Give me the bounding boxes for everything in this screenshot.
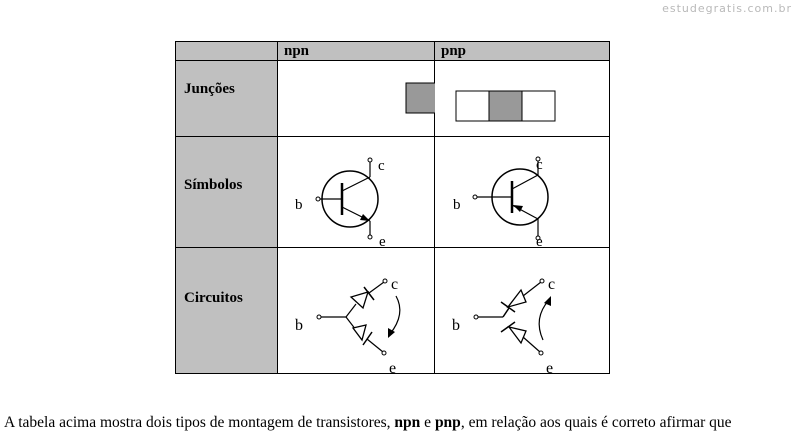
pnp-term: pnp (434, 414, 461, 431)
base-label: b (452, 317, 460, 334)
npn-column-header: npn (277, 41, 435, 61)
row-label-circuitos: Circuitos (175, 247, 278, 374)
base-label: b (295, 317, 303, 334)
row-label-juncoes: Junções (175, 60, 278, 137)
base-label: b (453, 197, 461, 213)
pnp-junction-cell (434, 60, 610, 137)
npn-circuit-cell: c b e (277, 247, 435, 374)
pnp-transistor-symbol: c b e (453, 156, 549, 248)
base-label: b (295, 197, 303, 213)
npn-diode-circuit: c b e (295, 276, 401, 374)
pnp-diode-circuit: c b e (452, 276, 555, 374)
pnp-junction-diagram (455, 90, 556, 122)
emitter-label: e (389, 360, 396, 374)
pnp-column-header: pnp (434, 41, 610, 61)
npn-symbol-cell: c b e (277, 136, 435, 248)
npn-junction-cell (277, 60, 435, 137)
npn-term: npn (394, 414, 421, 431)
transistor-table: npn pnp Junções Símbolos (175, 41, 610, 374)
emitter-label: e (536, 234, 543, 248)
emitter-label: e (379, 234, 386, 248)
corner-header-cell (175, 41, 278, 61)
collector-label: c (391, 276, 398, 293)
row-label-simbolos: Símbolos (175, 136, 278, 248)
site-watermark: estudegratis.com.br (662, 2, 792, 15)
npn-junction-diagram (405, 82, 435, 114)
collector-label: c (548, 276, 555, 293)
npn-transistor-symbol: c b e (295, 157, 386, 248)
question-text: A tabela acima mostra dois tipos de mont… (4, 414, 732, 431)
collector-label: c (536, 157, 543, 173)
collector-label: c (378, 158, 385, 174)
pnp-circuit-cell: c b e (434, 247, 610, 374)
pnp-symbol-cell: c b e (434, 136, 610, 248)
emitter-label: e (546, 360, 553, 374)
